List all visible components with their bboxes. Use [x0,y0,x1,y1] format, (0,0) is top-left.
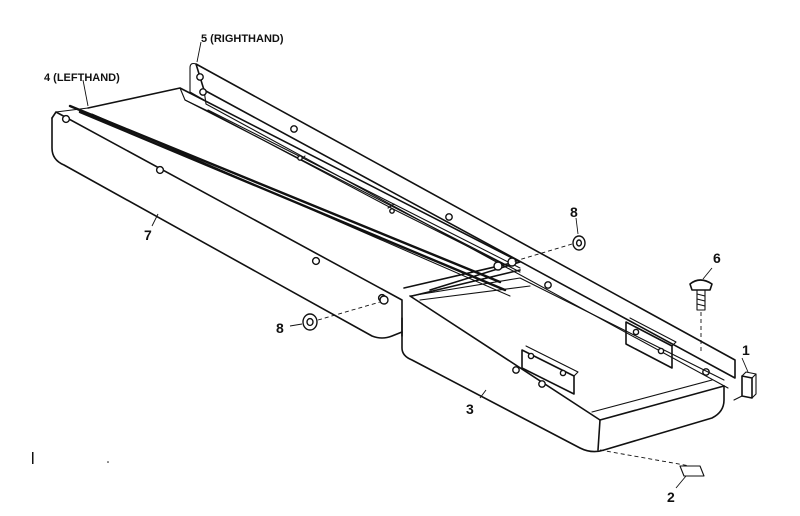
grommet-upper-part-8 [572,235,586,251]
right-tray-part-3 [401,277,725,453]
bracket-plate-center [521,345,579,395]
callout-3: 3 [466,401,474,417]
grommet-lower-part-8 [302,313,318,331]
callout-6: 6 [713,250,721,266]
callout-7: 7 [144,227,152,243]
callout-5-righthand: 5 (RIGHTHAND) [201,33,284,45]
callout-1: 1 [742,342,750,358]
screw-part-6 [689,279,713,311]
scan-specks [32,452,109,464]
callout-8-upper: 8 [570,204,578,220]
callout-labels: 5 (RIGHTHAND) 4 (LEFTHAND) 7 8 8 6 1 3 2 [44,33,750,505]
foot-pad-part-2 [679,465,705,477]
cross-rod [379,257,521,305]
lefthand-rail-part-4 [87,87,521,291]
callout-4-lefthand: 4 (LEFTHAND) [44,72,120,84]
leader-lines [82,41,749,489]
callout-8-lower: 8 [276,320,284,336]
bracket-plate-right [625,317,677,369]
end-bracket-part-1 [733,371,757,401]
left-tray-part-7 [51,104,511,339]
righthand-rail-part-5 [189,62,736,389]
callout-2: 2 [667,489,675,505]
